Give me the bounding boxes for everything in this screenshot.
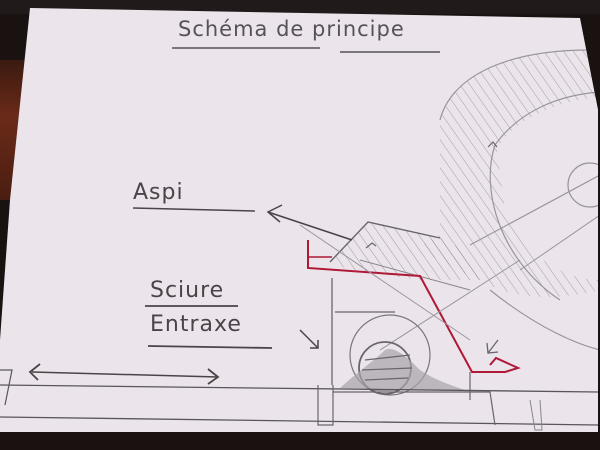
sketch-title: Schéma de principe (178, 17, 405, 41)
label-aspi: Aspi (133, 180, 184, 205)
label-sciure: Sciure (150, 278, 225, 303)
desk-background (0, 432, 600, 450)
label-entraxe: Entraxe (150, 312, 242, 337)
